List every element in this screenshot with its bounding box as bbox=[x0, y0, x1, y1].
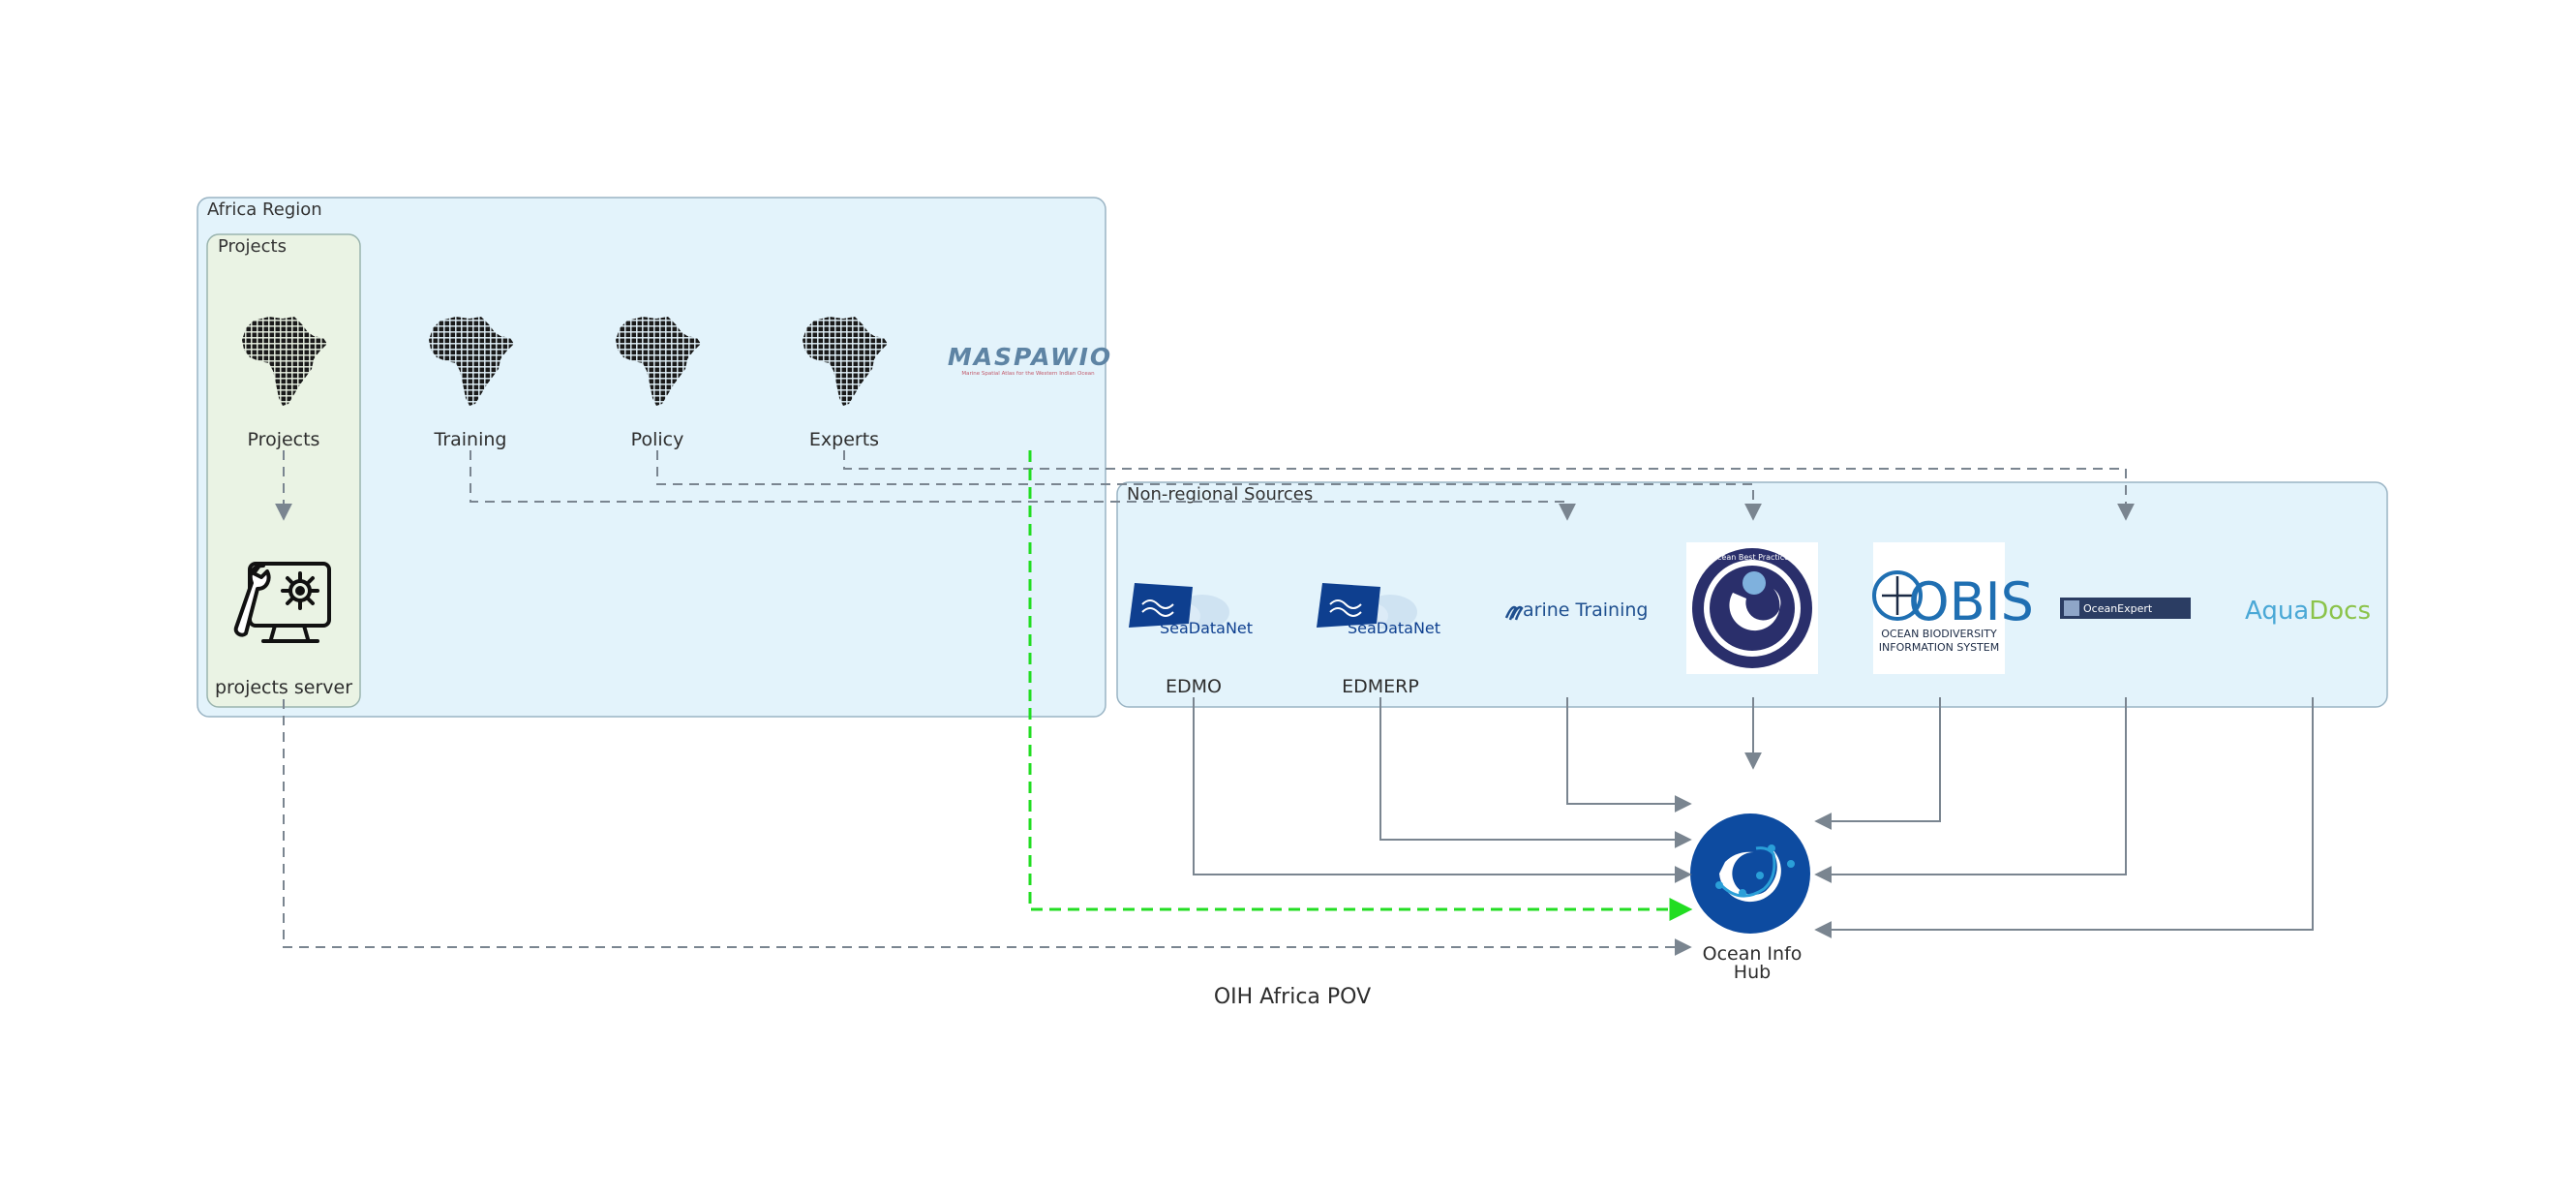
edge-server-to-hub bbox=[283, 699, 1692, 956]
diagram-title: OIH Africa POV bbox=[1214, 985, 1371, 1009]
africa-icon-training bbox=[429, 317, 514, 406]
svg-text:Ocean Best Practices: Ocean Best Practices bbox=[1712, 553, 1794, 562]
edge-training-to-marine-training bbox=[470, 450, 1576, 521]
africa-icon-experts bbox=[803, 317, 888, 406]
africa-icon-projects bbox=[242, 317, 327, 406]
edge-aquadocs-to-hub bbox=[1814, 697, 2314, 938]
oceanexpert-logo: OceanExpert bbox=[2060, 598, 2191, 619]
edge-marine-training-to-hub bbox=[1566, 697, 1692, 813]
cluster-label-non-regional: Non-regional Sources bbox=[1127, 484, 1313, 505]
svg-text:SeaDataNet: SeaDataNet bbox=[1160, 619, 1253, 637]
africa-icon-policy bbox=[616, 317, 701, 406]
node-label-experts: Experts bbox=[809, 429, 879, 450]
node-label-edmerp: EDMERP bbox=[1342, 676, 1419, 697]
svg-text:AquaDocs: AquaDocs bbox=[2245, 597, 2371, 626]
edge-edmo-to-hub bbox=[1193, 697, 1692, 883]
svg-text:OceanExpert: OceanExpert bbox=[2083, 602, 2153, 615]
aquadocs-logo: AquaDocs bbox=[2245, 597, 2371, 626]
edge-oceanexpert-to-hub bbox=[1814, 697, 2127, 883]
edge-experts-to-oceanexpert bbox=[843, 450, 2135, 521]
obis-logo: OBIS OCEAN BIODIVERSITY INFORMATION SYST… bbox=[1872, 542, 2034, 674]
svg-text:SeaDataNet: SeaDataNet bbox=[1348, 619, 1440, 637]
node-label-projects: Projects bbox=[248, 429, 320, 450]
node-label-hub-line1: Ocean Info bbox=[1703, 943, 1803, 965]
node-label-training: Training bbox=[434, 429, 507, 450]
node-label-projects-server: projects server bbox=[215, 677, 352, 698]
ocean-info-hub-icon bbox=[1690, 813, 1810, 934]
seadatanet-logo-edmo: SeaDataNet bbox=[1129, 583, 1253, 637]
svg-text:Marine Spatial Atlas for the W: Marine Spatial Atlas for the Western Ind… bbox=[961, 371, 1095, 377]
edge-policy-to-obp bbox=[656, 450, 1762, 521]
node-label-hub-line2: Hub bbox=[1734, 962, 1771, 983]
svg-text:INFORMATION SYSTEM: INFORMATION SYSTEM bbox=[1879, 641, 1999, 654]
edge-edmerp-to-hub bbox=[1379, 697, 1692, 848]
node-label-policy: Policy bbox=[631, 429, 684, 450]
projects-server-icon bbox=[233, 562, 331, 643]
cluster-label-projects: Projects bbox=[218, 236, 287, 257]
maspawio-logo: MASPAWIO Marine Spatial Atlas for the We… bbox=[948, 343, 1112, 377]
svg-text:MASPAWIO: MASPAWIO bbox=[948, 343, 1112, 371]
cluster-label-africa-region: Africa Region bbox=[207, 200, 322, 220]
svg-text:arine Training: arine Training bbox=[1523, 599, 1648, 621]
edge-maspawio-to-hub bbox=[1028, 450, 1693, 921]
node-label-edmo: EDMO bbox=[1166, 676, 1222, 697]
marine-training-logo: arine Training bbox=[1504, 599, 1648, 621]
ocean-best-practices-logo: Ocean Best Practices bbox=[1686, 542, 1818, 674]
seadatanet-logo-edmerp: SeaDataNet bbox=[1317, 583, 1440, 637]
svg-text:OBIS: OBIS bbox=[1908, 571, 2034, 632]
edge-obis-to-hub bbox=[1814, 697, 1941, 830]
svg-text:OCEAN BIODIVERSITY: OCEAN BIODIVERSITY bbox=[1881, 628, 1997, 640]
cluster-africa-region: Africa Region bbox=[197, 197, 1106, 718]
